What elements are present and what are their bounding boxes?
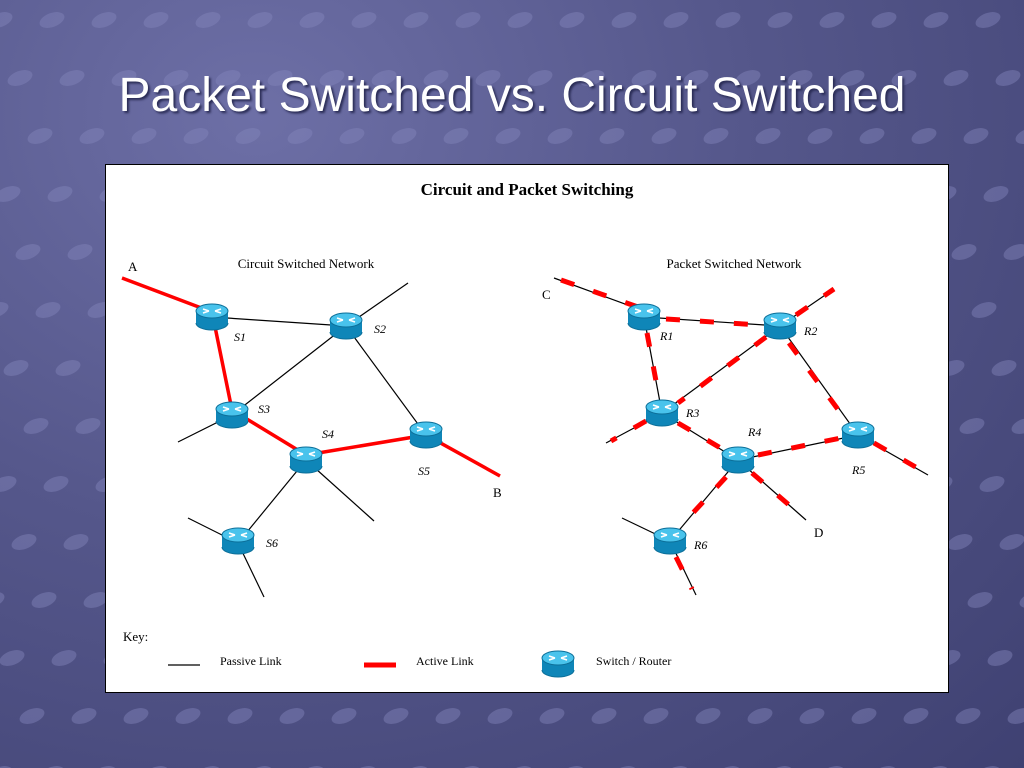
endpoint-label-c: C [542,287,551,302]
network-diagram: Circuit and Packet Switching Circuit Swi… [105,164,949,693]
node-label-r2: R2 [803,324,817,338]
key-switch-router: Switch / Router [596,654,671,668]
figure-title: Circuit and Packet Switching [421,180,634,199]
node-label-r1: R1 [659,329,673,343]
router-icon-s6 [221,527,255,555]
router-icon-r6 [653,527,687,555]
circuit-routers [195,303,443,555]
key-passive-link: Passive Link [220,654,282,668]
node-label-r6: R6 [693,538,707,552]
key-active-link: Active Link [416,654,474,668]
router-icon-r4 [721,446,755,474]
node-label-s1: S1 [234,330,246,344]
node-label-s4: S4 [322,427,334,441]
endpoint-label-d: D [814,525,823,540]
diagram-key: Key: Passive Link Active Link Switch / R… [123,629,671,678]
router-icon-s2 [329,312,363,340]
endpoint-label-a: A [128,259,138,274]
router-icon-s1 [195,303,229,331]
router-icon-r2 [763,312,797,340]
router-icon-key [541,650,575,678]
key-label: Key: [123,629,148,644]
router-icon-r5 [841,421,875,449]
router-icon-s5 [409,421,443,449]
node-label-r4: R4 [747,425,761,439]
node-label-s5: S5 [418,464,430,478]
circuit-network-label: Circuit Switched Network [238,256,375,271]
endpoint-label-b: B [493,485,502,500]
node-label-s2: S2 [374,322,386,336]
router-icon-s3 [215,401,249,429]
node-label-s3: S3 [258,402,270,416]
packet-network-label: Packet Switched Network [666,256,802,271]
router-icon-r1 [627,303,661,331]
node-label-r5: R5 [851,463,865,477]
node-label-r3: R3 [685,406,699,420]
circuit-active-path [121,276,501,478]
node-label-s6: S6 [266,536,278,550]
slide-title: Packet Switched vs. Circuit Switched [118,69,906,122]
router-icon-s4 [289,446,323,474]
router-icon-r3 [645,399,679,427]
packet-active-segments [560,277,928,591]
